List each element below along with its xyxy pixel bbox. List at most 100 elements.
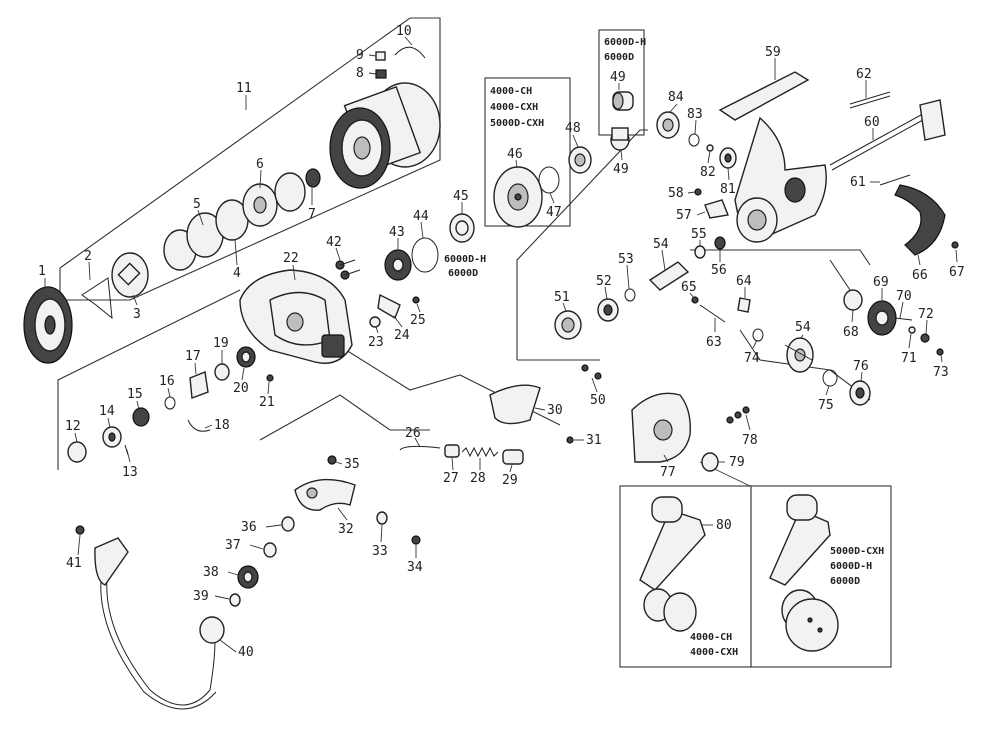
callout-80: 80 [716, 518, 732, 533]
callout-11: 11 [236, 81, 252, 96]
callout-49-bottom: 49 [613, 162, 629, 177]
part-40-bail-wire [94, 537, 225, 710]
variant-handle-a-line1: 4000-CH [690, 632, 732, 643]
callout-63: 63 [706, 335, 722, 350]
part-73-screw [936, 348, 944, 356]
part-2-clip [81, 277, 113, 320]
part-24-stopper [377, 293, 401, 320]
group-frames [57, 17, 892, 668]
part-76-bearing [849, 380, 871, 406]
variant-handle-a-line2: 4000-CXH [690, 647, 738, 658]
part-65-screw [691, 296, 699, 304]
part-26-clip [399, 445, 441, 451]
callout-68: 68 [843, 325, 859, 340]
callout-23: 23 [368, 335, 384, 350]
callout-8: 8 [356, 66, 364, 81]
callout-1: 1 [38, 264, 46, 279]
variant-handle-b-line3: 6000D [830, 576, 860, 587]
callout-49-top: 49 [610, 70, 626, 85]
callout-58: 58 [668, 186, 684, 201]
part-30-guide [489, 384, 541, 425]
part-82-ring [706, 144, 714, 152]
part-28-spring [461, 446, 499, 458]
callout-15: 15 [127, 387, 143, 402]
callout-30: 30 [547, 403, 563, 418]
part-62-pin [849, 91, 891, 105]
variant-box-4000-line3: 5000D-CXH [490, 118, 544, 129]
part-83-washer [688, 133, 700, 147]
variant-box-6000-line1: 6000D-H [604, 37, 646, 48]
part-23-pin [369, 316, 381, 328]
part-32-bail-arm [294, 478, 356, 511]
part-6-drag-washer [242, 183, 278, 227]
part-9-screw [375, 51, 386, 61]
part-25-screw [412, 296, 420, 304]
part-74-ring [752, 328, 764, 342]
callout-6: 6 [256, 157, 264, 172]
callout-labels: 1 2 3 4 5 6 7 8 9 10 11 12 13 14 15 16 1… [38, 24, 965, 660]
part-69-gear [867, 300, 897, 336]
callout-75: 75 [818, 398, 834, 413]
callout-71: 71 [901, 351, 917, 366]
part-56-ring [714, 236, 726, 250]
part-11-spool [329, 82, 441, 189]
variant-handle-b-line1: 5000D-CXH [830, 546, 884, 557]
part-64-clip [737, 297, 751, 313]
part-77-side-cover [631, 392, 691, 463]
callout-7: 7 [308, 207, 316, 222]
variant-box-6000-line2: 6000D [604, 52, 634, 63]
part-59-gear-box [718, 71, 827, 243]
part-16-ring [164, 396, 176, 410]
part-60-shaft [829, 109, 933, 171]
callout-54-pinion: 54 [653, 237, 669, 252]
part-22-body [239, 269, 353, 364]
part-19-washer [214, 363, 230, 381]
part-18-clip [187, 419, 211, 432]
part-17-spring [189, 371, 209, 399]
spool-parts [23, 46, 441, 364]
callout-42: 42 [326, 235, 342, 250]
part-31-screw [566, 436, 574, 444]
part-10-spring [394, 46, 426, 59]
part-61-pin [879, 174, 911, 186]
part-39-washer [229, 593, 241, 607]
callout-83: 83 [687, 107, 703, 122]
callout-38: 38 [203, 565, 219, 580]
callout-10: 10 [396, 24, 412, 39]
part-15-bearing [132, 407, 150, 427]
part-33-collar [376, 511, 388, 525]
part-14-nut [102, 426, 122, 448]
part-57-lever [704, 199, 729, 219]
callout-73: 73 [933, 365, 949, 380]
part-36-collar [281, 516, 295, 532]
part-84-cap [656, 111, 680, 139]
callout-67: 67 [949, 265, 965, 280]
variant-part45-line2: 6000D [448, 268, 478, 279]
callout-45: 45 [453, 189, 469, 204]
callout-56: 56 [711, 263, 727, 278]
callout-34: 34 [407, 560, 423, 575]
callout-9: 9 [356, 48, 364, 63]
part-1-drag-knob [23, 286, 73, 364]
part-47-ring [538, 166, 560, 194]
callout-35: 35 [344, 457, 360, 472]
part-72-nut [920, 333, 930, 343]
callout-62: 62 [856, 67, 872, 82]
callout-21: 21 [259, 395, 275, 410]
part-58-screw [694, 188, 702, 196]
callout-12: 12 [65, 419, 81, 434]
part-75-washer [822, 369, 838, 387]
callout-48: 48 [565, 121, 581, 136]
part-21-screw [266, 374, 274, 382]
callout-72: 72 [918, 307, 934, 322]
part-70-pin [894, 317, 913, 321]
part-54b-main-gear [784, 337, 814, 373]
part-38-roller [237, 565, 259, 589]
callout-5: 5 [193, 197, 201, 212]
part-66-cover [894, 184, 946, 256]
part-37-ring [263, 542, 277, 558]
callout-33: 33 [372, 544, 388, 559]
callout-22: 22 [283, 251, 299, 266]
variant-part45-line1: 6000D-H [444, 254, 486, 265]
